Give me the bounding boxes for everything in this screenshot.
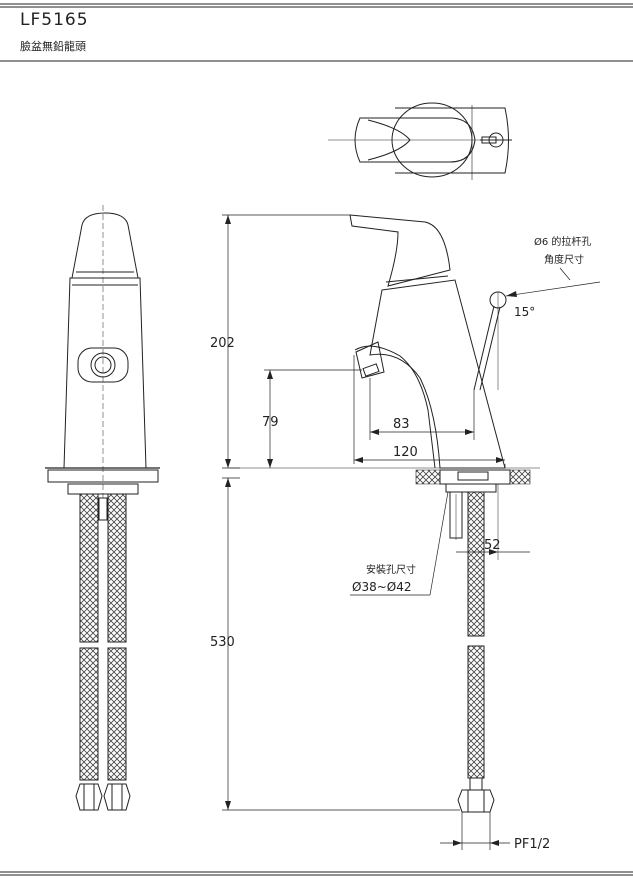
mount-hole-label: 安裝孔尺寸: [366, 563, 416, 576]
angle-size-label: 角度尺寸: [544, 253, 584, 266]
side-view: [230, 214, 540, 560]
model-number: LF5165: [20, 10, 89, 30]
dim-52: 52: [484, 538, 501, 553]
dim-83: 83: [393, 417, 410, 432]
dim-thread: PF1/2: [514, 837, 550, 852]
arrowheads: [225, 215, 517, 846]
title-block: LF5165 臉盆無鉛龍頭: [0, 0, 633, 62]
dim-530: 530: [210, 635, 235, 650]
dim-120: 120: [393, 445, 418, 460]
mount-hole-range-label: Ø38~Ø42: [352, 580, 411, 594]
dimension-lines: [222, 214, 601, 850]
front-view: [45, 205, 160, 520]
dim-79: 79: [262, 415, 279, 430]
pull-rod-leader: [559, 267, 571, 281]
front-hoses: [75, 493, 131, 811]
top-view: [328, 102, 512, 180]
product-description: 臉盆無鉛龍頭: [20, 40, 86, 53]
side-hose: [457, 491, 495, 813]
frame-lines: [0, 3, 633, 876]
dim-202: 202: [210, 336, 235, 351]
pull-rod-hole-label: Ø6 的拉杆孔: [534, 235, 591, 248]
angle-label: 15°: [514, 305, 535, 319]
